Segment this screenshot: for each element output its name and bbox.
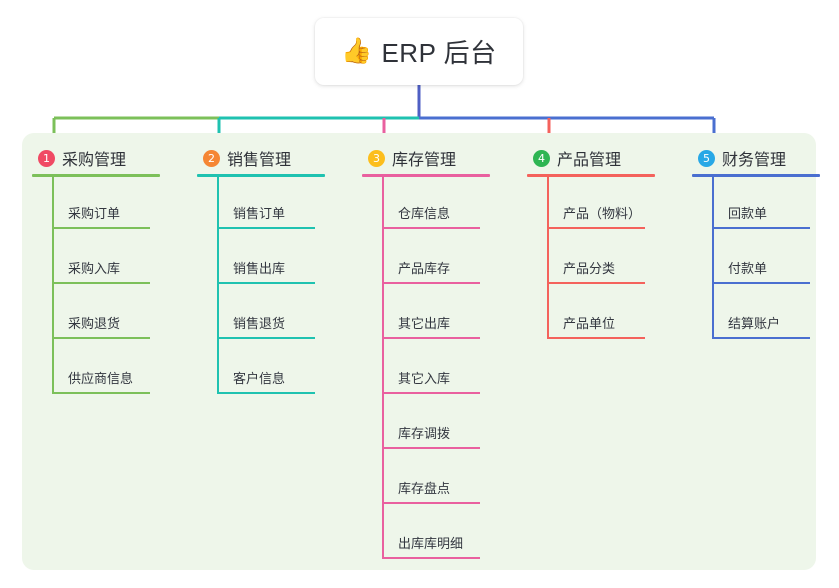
branch-spine — [547, 174, 549, 339]
branch-item-underline — [382, 227, 480, 229]
branch-item[interactable]: 出库库明细 — [382, 504, 480, 559]
branch-item[interactable]: 采购退货 — [52, 284, 150, 339]
branch-item-underline — [52, 282, 150, 284]
branch-item-underline — [547, 227, 645, 229]
branch-item-label: 仓库信息 — [398, 206, 451, 221]
branch-header-5[interactable]: 5 财务管理 — [698, 146, 786, 170]
branch-underline — [32, 174, 160, 177]
branch-item-underline — [712, 282, 810, 284]
branch-spine — [217, 174, 219, 394]
branch-item[interactable]: 库存盘点 — [382, 449, 480, 504]
branch-item[interactable]: 采购订单 — [52, 174, 150, 229]
branch-header-3[interactable]: 3 库存管理 — [368, 146, 456, 170]
branch-header-1[interactable]: 1 采购管理 — [38, 146, 126, 170]
branch-item-underline — [52, 337, 150, 339]
branch-item-underline — [217, 337, 315, 339]
branch-item[interactable]: 付款单 — [712, 229, 810, 284]
branch-item-label: 客户信息 — [233, 371, 286, 386]
branch-item-underline — [712, 337, 810, 339]
branch-spine — [52, 174, 54, 394]
branch-underline — [692, 174, 820, 177]
branch-item[interactable]: 销售退货 — [217, 284, 315, 339]
branch-item-label: 供应商信息 — [68, 371, 134, 386]
branch-item-label: 产品单位 — [563, 316, 616, 331]
branch-item[interactable]: 结算账户 — [712, 284, 810, 339]
branch-title: 产品管理 — [557, 152, 622, 169]
branch-item[interactable]: 回款单 — [712, 174, 810, 229]
branch-item-label: 销售退货 — [233, 316, 286, 331]
branch-item-underline — [382, 392, 480, 394]
branch-item-label: 产品分类 — [563, 261, 616, 276]
branch-item[interactable]: 其它入库 — [382, 339, 480, 394]
branch-item[interactable]: 采购入库 — [52, 229, 150, 284]
branch-item-underline — [217, 392, 315, 394]
branch-item-label: 库存盘点 — [398, 481, 451, 496]
branch-item-label: 采购订单 — [68, 206, 121, 221]
branch-item-underline — [547, 337, 645, 339]
root-node[interactable]: 👍 ERP 后台 — [315, 18, 523, 85]
branch-item[interactable]: 客户信息 — [217, 339, 315, 394]
branch-number-badge: 1 — [38, 149, 55, 167]
branch-item-label: 出库库明细 — [398, 536, 464, 551]
root-node-content: 👍 ERP 后台 — [341, 33, 496, 70]
branch-item-underline — [712, 227, 810, 229]
branch-header-2[interactable]: 2 销售管理 — [203, 146, 291, 170]
branch-item-underline — [52, 227, 150, 229]
branch-spine — [712, 174, 714, 339]
branch-item-underline — [382, 447, 480, 449]
branch-columns: 1 采购管理采购订单采购入库采购退货供应商信息 2 销售管理销售订单销售出库销售退货客… — [22, 133, 820, 570]
branch-title: 销售管理 — [227, 152, 292, 169]
branch-item-underline — [382, 282, 480, 284]
branch-item-label: 回款单 — [728, 206, 768, 221]
branch-item-label: 销售出库 — [233, 261, 286, 276]
branches-panel — [22, 133, 816, 570]
branch-item[interactable]: 产品（物料） — [547, 174, 645, 229]
branch-item-underline — [217, 227, 315, 229]
branch-item[interactable]: 产品单位 — [547, 284, 645, 339]
branch-item[interactable]: 供应商信息 — [52, 339, 150, 394]
branch-item-underline — [382, 502, 480, 504]
branch-item[interactable]: 其它出库 — [382, 284, 480, 339]
branch-title: 财务管理 — [722, 152, 787, 169]
branch-spine — [382, 174, 384, 559]
branch-underline — [362, 174, 490, 177]
branch-item-label: 库存调拨 — [398, 426, 451, 441]
branch-item-label: 付款单 — [728, 261, 768, 276]
branch-item-underline — [217, 282, 315, 284]
branch-header-4[interactable]: 4 产品管理 — [533, 146, 621, 170]
branch-item[interactable]: 库存调拨 — [382, 394, 480, 449]
branch-item-label: 其它出库 — [398, 316, 451, 331]
branch-item-label: 采购退货 — [68, 316, 121, 331]
branch-number-badge: 5 — [698, 149, 715, 167]
branch-item-label: 产品（物料） — [563, 206, 642, 221]
branch-item[interactable]: 产品分类 — [547, 229, 645, 284]
branch-item-underline — [382, 337, 480, 339]
branch-item-label: 产品库存 — [398, 261, 451, 276]
root-node-title: ERP 后台 — [381, 38, 497, 68]
branch-item[interactable]: 销售出库 — [217, 229, 315, 284]
branch-number-badge: 4 — [533, 149, 550, 167]
branch-item[interactable]: 仓库信息 — [382, 174, 480, 229]
branch-item[interactable]: 销售订单 — [217, 174, 315, 229]
branch-title: 采购管理 — [62, 152, 127, 169]
branch-number-badge: 2 — [203, 149, 220, 167]
thumbs-up-icon: 👍 — [341, 37, 373, 65]
branch-number-badge: 3 — [368, 149, 385, 167]
branch-underline — [527, 174, 655, 177]
branch-item-label: 销售订单 — [233, 206, 286, 221]
branch-underline — [197, 174, 325, 177]
branch-item-label: 其它入库 — [398, 371, 451, 386]
branch-item[interactable]: 产品库存 — [382, 229, 480, 284]
branch-item-underline — [382, 557, 480, 559]
branch-item-label: 结算账户 — [728, 316, 781, 331]
branch-item-label: 采购入库 — [68, 261, 121, 276]
branch-title: 库存管理 — [392, 152, 457, 169]
branch-item-underline — [52, 392, 150, 394]
branch-item-underline — [547, 282, 645, 284]
